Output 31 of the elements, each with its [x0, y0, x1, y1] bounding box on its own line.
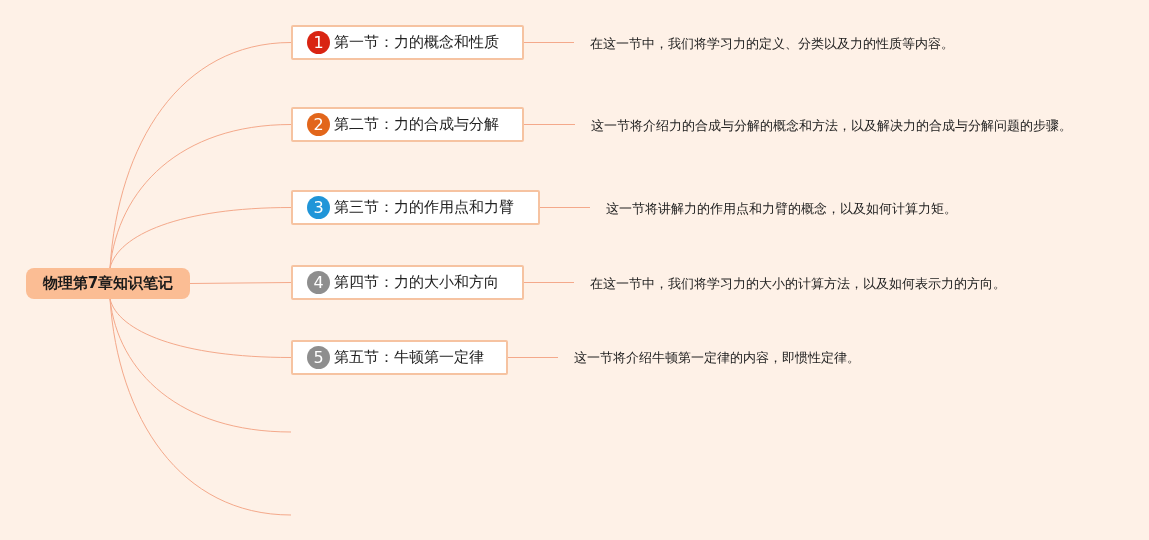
connector-line: [523, 124, 576, 125]
description-text: 这一节将讲解力的作用点和力臂的概念，以及如何计算力矩。: [606, 199, 957, 218]
number-badge: 2: [307, 113, 330, 136]
connector-line: [523, 42, 575, 43]
topic-box: [291, 25, 524, 60]
connector-line: [109, 298, 292, 358]
connector-line: [507, 357, 559, 358]
number-badge: 1: [307, 31, 330, 54]
topic-title: 第四节：力的大小和方向: [334, 273, 499, 292]
connector-line: [109, 207, 292, 269]
description-text: 在这一节中，我们将学习力的定义、分类以及力的性质等内容。: [590, 34, 954, 53]
description-text: 这一节将介绍力的合成与分解的概念和方法，以及解决力的合成与分解问题的步骤。: [591, 116, 1072, 135]
topic-title: 第五节：牛顿第一定律: [334, 348, 484, 367]
connector-line: [539, 207, 591, 208]
connector-line: [523, 282, 575, 283]
topic-title: 第一节：力的概念和性质: [334, 33, 499, 52]
topic-title: 第二节：力的合成与分解: [334, 115, 499, 134]
topic-box: [291, 190, 540, 225]
topic-box: [291, 107, 524, 142]
topic-box: [291, 340, 508, 375]
connector-line: [109, 298, 292, 516]
connector-line: [109, 42, 292, 269]
connector-line: [189, 282, 292, 284]
number-badge: 5: [307, 346, 330, 369]
number-badge: 3: [307, 196, 330, 219]
topic-box: [291, 265, 524, 300]
description-text: 这一节将介绍牛顿第一定律的内容，即惯性定律。: [574, 348, 860, 367]
description-text: 在这一节中，我们将学习力的大小的计算方法，以及如何表示力的方向。: [590, 274, 1006, 293]
number-badge: 4: [307, 271, 330, 294]
central-topic: 物理第7章知识笔记: [26, 268, 190, 299]
topic-title: 第三节：力的作用点和力臂: [334, 198, 514, 217]
